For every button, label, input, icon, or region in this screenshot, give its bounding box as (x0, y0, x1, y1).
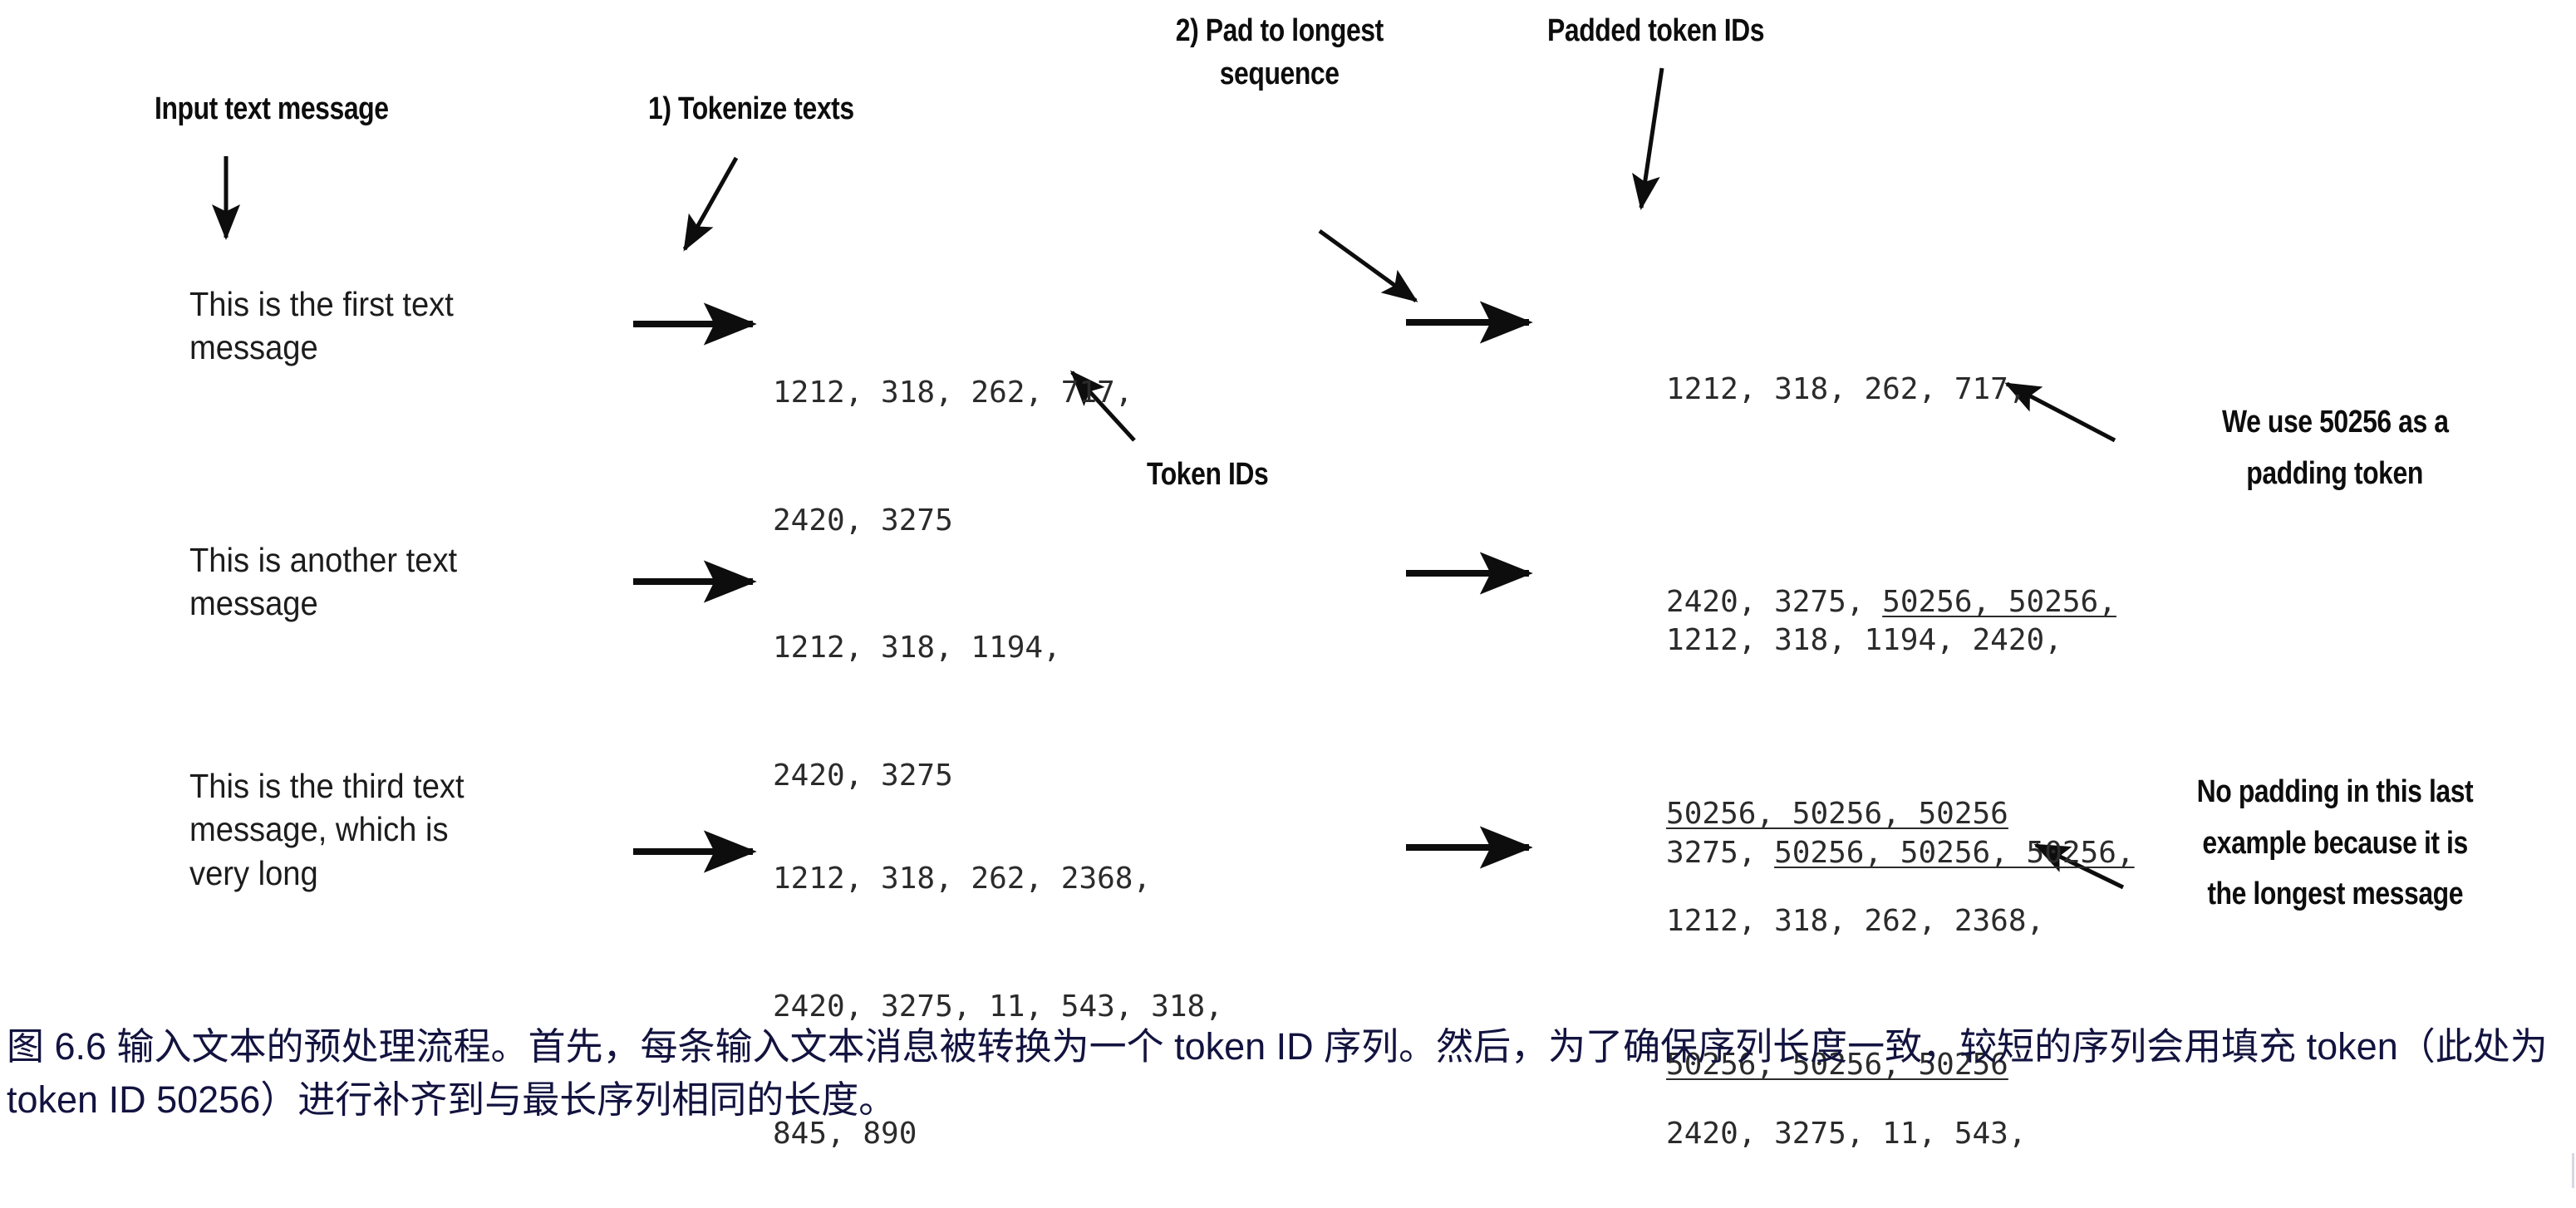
figure-caption: 图 6.6 输入文本的预处理流程。首先，每条输入文本消息被转换为一个 token… (7, 1025, 2548, 1121)
input-message-row-3: This is the third text message, which is… (189, 767, 465, 892)
input-message-row-2: This is another text message (189, 541, 458, 623)
annotation-padding-note-line1: We use 50256 as a (2221, 405, 2449, 439)
token-ids-line: 2420, 3275 (773, 503, 953, 538)
arrow-padded-token-ids (1632, 67, 1664, 210)
padded-line: 50256, 50256, 50256 (1558, 1001, 2135, 1128)
token-ids-line: 2420, 3275, 11, 543, 318, (773, 989, 1223, 1024)
token-ids-line: 845, 890 (773, 1116, 917, 1151)
page-edge-mark (2572, 1153, 2574, 1188)
annotation-no-padding-line3: the longest message (2207, 877, 2463, 911)
padded-line: 2420, 3275, 11, 543, (1558, 1070, 2044, 1197)
padded-line: 1212, 318, 1194, 2420, (1558, 577, 2135, 704)
padded-line: 3275, 50256, 50256, 50256, (1558, 789, 2135, 916)
padded-token-ids-row-3: 1212, 318, 262, 2368, 2420, 3275, 11, 54… (1558, 773, 2044, 1208)
heading-pad-to-longest-sequence: 2) Pad to longest sequence (1105, 12, 1454, 94)
padded-seg: 2420, 3275, 11, 543, (1666, 1116, 2027, 1151)
padded-seg-padtoken: 50256, 50256, 50256 (1666, 797, 2008, 832)
padded-seg-padtoken: 50256, 50256, 50256 (1666, 1048, 2008, 1083)
padded-line: 2420, 3275, 50256, 50256, (1558, 538, 2116, 665)
heading-token-ids: Token IDs (1147, 457, 1269, 492)
token-ids-line: 2420, 3275 (773, 758, 953, 793)
token-ids-row-3: 1212, 318, 262, 2368, 2420, 3275, 11, 54… (773, 773, 1223, 1208)
annotation-no-padding-note: No padding in this last example because … (2111, 773, 2559, 915)
padded-line: 1212, 318, 262, 2368, (1558, 857, 2044, 985)
padded-token-ids-row-2: 1212, 318, 1194, 2420, 3275, 50256, 5025… (1558, 492, 2135, 1208)
token-ids-row-2: 1212, 318, 1194, 2420, 3275 (773, 542, 1061, 881)
heading-tokenize-texts: 1) Tokenize texts (648, 91, 854, 126)
padded-token-ids-row-1: 1212, 318, 262, 717, 2420, 3275, 50256, … (1558, 241, 2116, 963)
padded-line: 50256, 50256, 50256 (1558, 750, 2116, 877)
arrow-tokenize-texts (682, 156, 739, 252)
input-message-row-1: This is the first text message (189, 285, 454, 367)
padded-seg: 3275, (1666, 835, 1775, 870)
heading-pad-to-longest-line2: sequence (1220, 56, 1340, 91)
padded-seg: 1212, 318, 262, 2368, (1666, 904, 2045, 939)
token-ids-line: 1212, 318, 262, 2368, (773, 862, 1152, 896)
padded-seg: 1212, 318, 262, 717, (1666, 372, 2027, 407)
heading-input-text-message: Input text message (155, 91, 389, 126)
annotation-padding-note-line2: padding token (2246, 455, 2424, 491)
heading-pad-to-longest-line1: 2) Pad to longest (1175, 13, 1384, 48)
annotation-padding-note: We use 50256 as a padding token (2119, 403, 2551, 494)
token-ids-line: 1212, 318, 262, 717, (773, 376, 1133, 410)
padded-line: 1212, 318, 262, 717, (1558, 326, 2116, 453)
padded-seg: 1212, 318, 1194, 2420, (1666, 623, 2062, 658)
padded-seg: 2420, 3275, (1666, 584, 1883, 619)
token-ids-line: 1212, 318, 1194, (773, 631, 1061, 665)
annotation-no-padding-line1: No padding in this last (2196, 774, 2474, 809)
token-ids-row-1: 1212, 318, 262, 717, 2420, 3275 (773, 287, 1133, 626)
padded-seg-padtoken: 50256, 50256, 50256, (1774, 835, 2135, 870)
annotation-no-padding-line2: example because it is (2202, 825, 2468, 861)
heading-padded-token-ids: Padded token IDs (1547, 13, 1765, 48)
arrow-pad-to-longest (1318, 228, 1418, 303)
padded-seg-padtoken: 50256, 50256, (1882, 584, 2116, 619)
